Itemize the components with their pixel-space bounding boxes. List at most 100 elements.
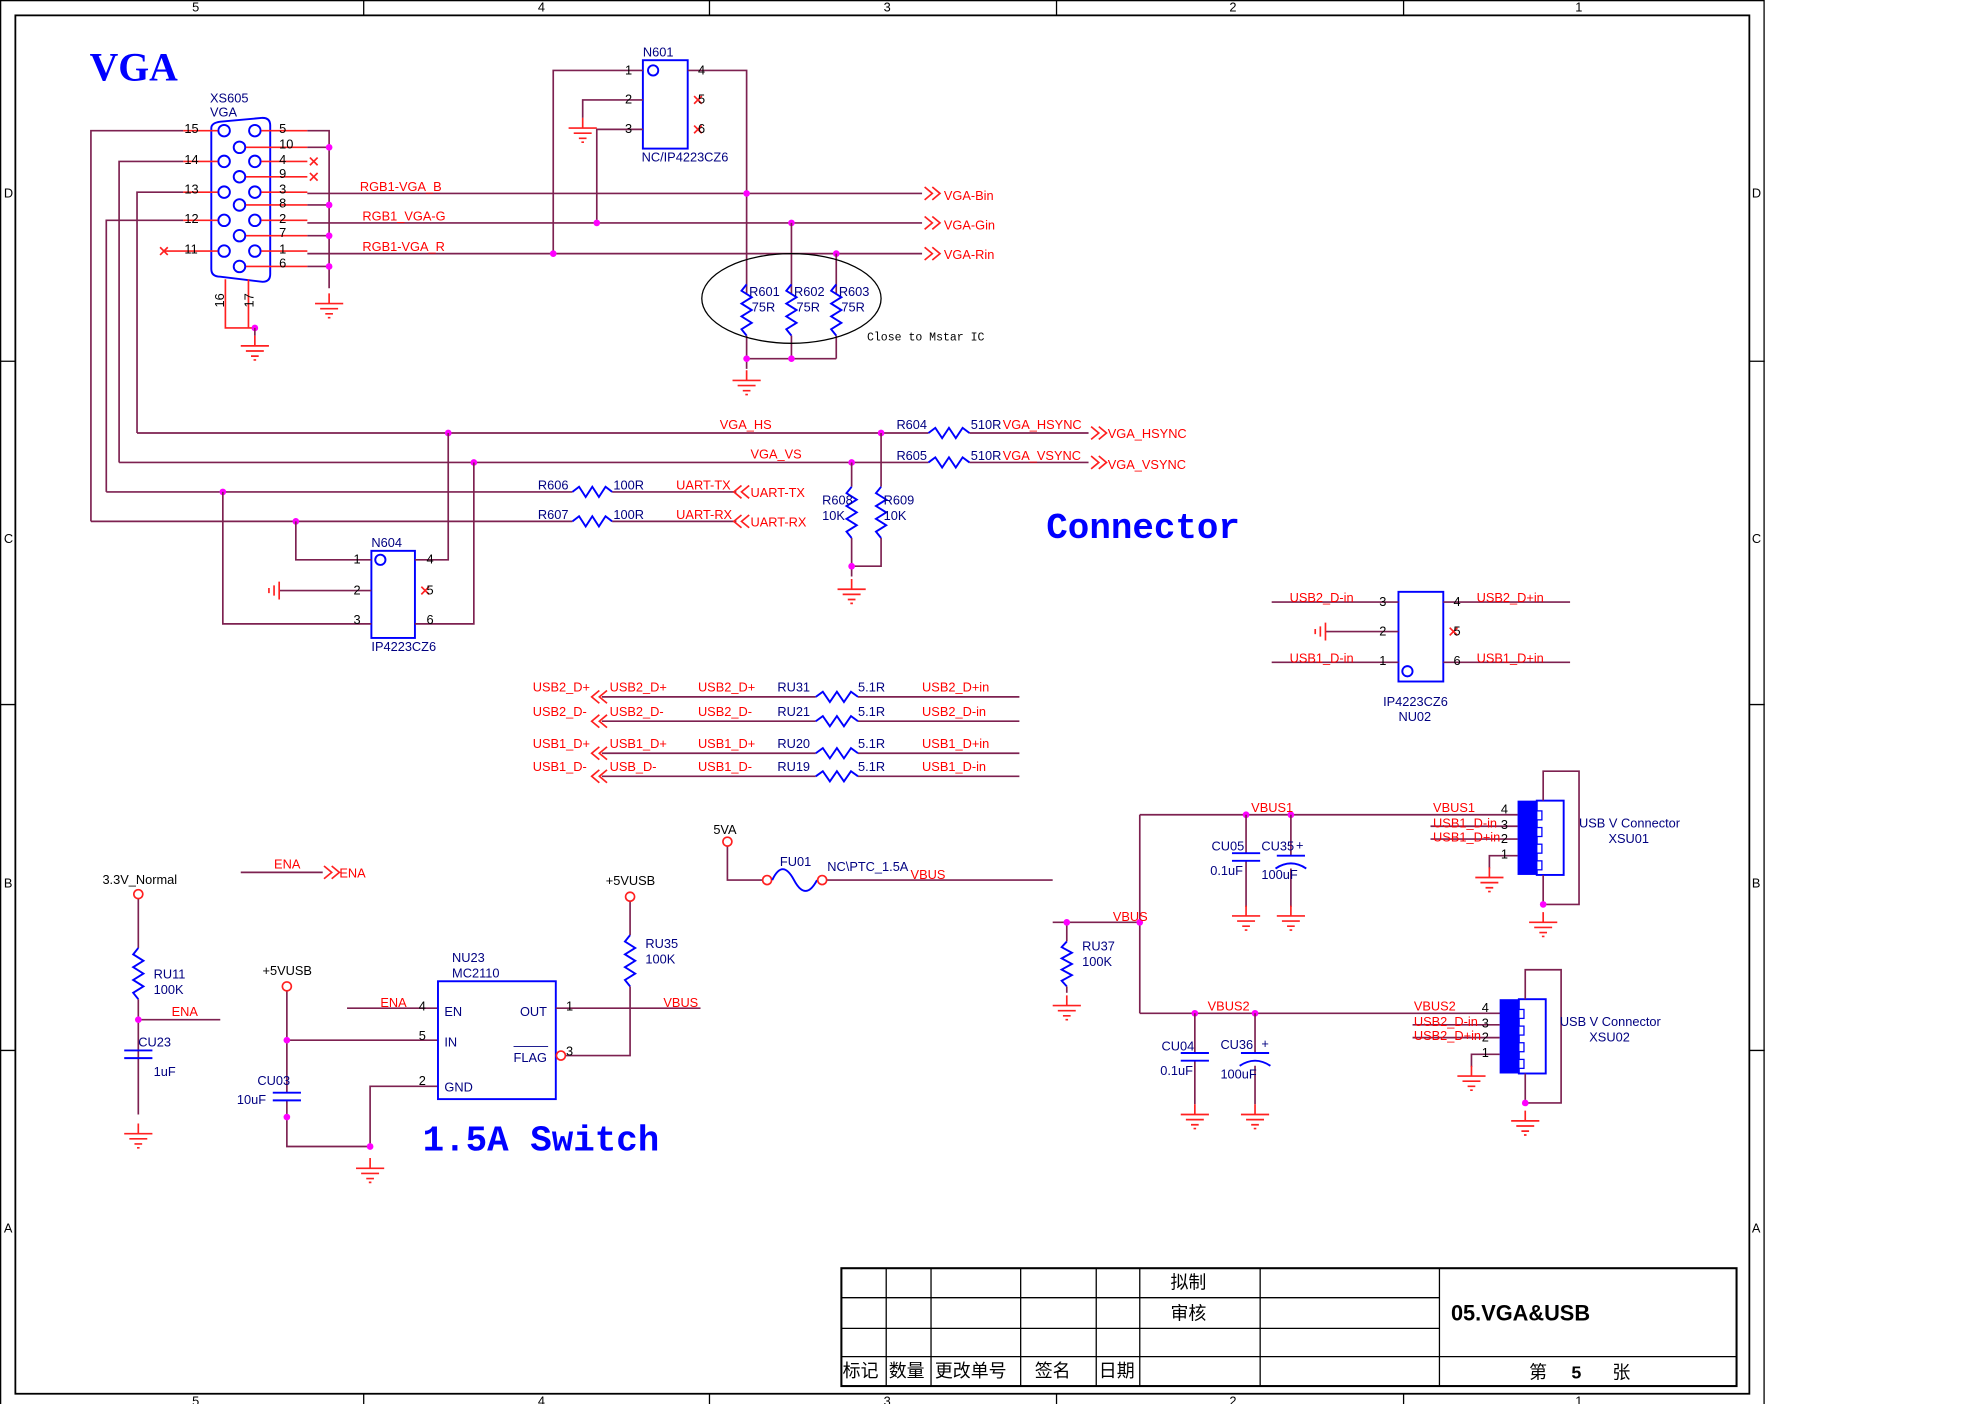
pin-line <box>224 279 255 329</box>
col-label: 1 <box>1575 0 1582 15</box>
pin-number: 4 <box>1482 1000 1489 1015</box>
pin-number: 6 <box>698 121 705 136</box>
usb-pin-icon <box>1536 826 1543 838</box>
net-label: USB1_D+in <box>922 736 989 751</box>
value-label: 1uF <box>154 1064 176 1079</box>
wire <box>745 335 838 369</box>
pin-number: 6 <box>279 256 286 271</box>
ref-label: R608 <box>822 493 853 508</box>
pin1-marker <box>647 64 660 77</box>
port-label: VGA-Bin <box>944 188 994 203</box>
pin-number: 11 <box>184 242 197 257</box>
pin-icon <box>248 154 262 169</box>
value-label: 5.1R <box>858 680 885 695</box>
ground-icon <box>268 581 281 600</box>
power-rail-icon <box>624 891 636 903</box>
pin-name: EN <box>444 1004 462 1019</box>
wire <box>555 986 701 1057</box>
row-label: B <box>1752 876 1761 891</box>
pin-number: 4 <box>1501 801 1508 816</box>
net-label: VGA_HS <box>720 417 772 432</box>
ref-label: RU35 <box>645 936 678 951</box>
col-label: 2 <box>1229 0 1236 15</box>
net-label: VBUS1 <box>1433 800 1475 815</box>
nu23-body <box>437 980 557 1101</box>
port-arrow-icon <box>924 215 942 230</box>
col-label: 3 <box>884 1393 891 1404</box>
usb-pin-icon <box>1518 1025 1525 1036</box>
part-label: IP4223CZ6 <box>1383 694 1448 709</box>
xs605-connector: XS605 VGA 15 14 13 12 11 5 10 4 9 3 8 2 … <box>184 90 293 307</box>
pin-number: 1 <box>1482 1045 1489 1060</box>
power-rail-icon <box>132 888 144 900</box>
vga-connector-shell <box>210 116 272 283</box>
ground-icon <box>1457 1065 1486 1091</box>
resistor-symbol <box>739 283 754 337</box>
pin-name: FLAG <box>514 1050 547 1065</box>
usb-pin-icon <box>1536 860 1543 871</box>
no-connect-icon <box>309 172 319 182</box>
net-label: ENA <box>380 995 407 1010</box>
junction-dot <box>325 263 333 270</box>
ref-label: R603 <box>839 284 870 299</box>
ref-label: R609 <box>884 493 915 508</box>
pin-number: 13 <box>184 181 198 196</box>
pin-number: 1 <box>353 552 360 567</box>
wire <box>90 129 184 522</box>
pin-number: 14 <box>184 152 198 167</box>
junction-dot <box>1539 901 1547 908</box>
resistor-symbol <box>571 485 613 499</box>
wires-and-symbols <box>0 0 1765 1404</box>
ref-label: RU20 <box>777 736 810 751</box>
port-arrow-icon <box>924 246 942 261</box>
row-label: C <box>4 531 13 546</box>
power-rail-icon <box>281 981 293 992</box>
net-label: USB2_D+ <box>698 680 755 695</box>
pin-icon <box>248 185 262 199</box>
net-label: RGB1-VGA_B <box>360 179 442 194</box>
port-arrow-icon <box>590 714 608 729</box>
pin-icon <box>232 170 247 184</box>
net-label: USB2_D+in <box>1414 1028 1481 1043</box>
resistor-symbol <box>1059 940 1074 988</box>
net-label: VBUS1 <box>1251 800 1293 815</box>
col-header: 更改单号 <box>935 1361 1007 1381</box>
pin-name: IN <box>444 1035 457 1050</box>
pin-icon <box>217 123 231 138</box>
pin-icon <box>217 185 231 199</box>
pin-number: 4 <box>698 62 705 77</box>
ground-icon <box>1240 1104 1270 1130</box>
net-label: VBUS <box>663 995 698 1010</box>
resistor-symbol <box>927 455 971 470</box>
wire <box>1271 601 1571 664</box>
net-label: USB1_D- <box>698 759 752 774</box>
pin1-marker <box>1401 665 1414 678</box>
row-label: D <box>4 185 13 200</box>
port-label: VGA_HSYNC <box>1108 426 1187 441</box>
ref-label: RU37 <box>1082 939 1115 954</box>
polarity-mark: + <box>1296 837 1303 852</box>
sheet-prefix: 第 <box>1529 1362 1547 1382</box>
sheet-number: 5 <box>1571 1362 1581 1382</box>
power-rail-icon <box>761 874 773 886</box>
no-connect-icon <box>309 156 319 166</box>
port-arrow-icon <box>732 514 750 529</box>
usb-connector-body <box>1517 998 1547 1075</box>
section-title-vga: VGA <box>90 46 179 90</box>
junction-dot <box>848 562 855 570</box>
part-label: USB V Connector <box>1579 816 1681 831</box>
wire <box>119 432 1089 464</box>
net-label: RGB1_VGA-G <box>362 208 445 223</box>
pin-number: 2 <box>1482 1029 1489 1044</box>
pin-number: 3 <box>279 181 286 196</box>
pin1-marker <box>374 553 387 566</box>
port-label: UART-RX <box>750 514 806 529</box>
ref-label: CU04 <box>1162 1038 1195 1053</box>
ground-icon <box>1052 995 1081 1021</box>
value-label: 75R <box>797 299 820 314</box>
port-arrow-icon <box>323 865 341 880</box>
value-label: 100uF <box>1220 1067 1256 1082</box>
pin-number: 3 <box>353 612 360 627</box>
net-label: USB2_D+ <box>610 680 667 695</box>
